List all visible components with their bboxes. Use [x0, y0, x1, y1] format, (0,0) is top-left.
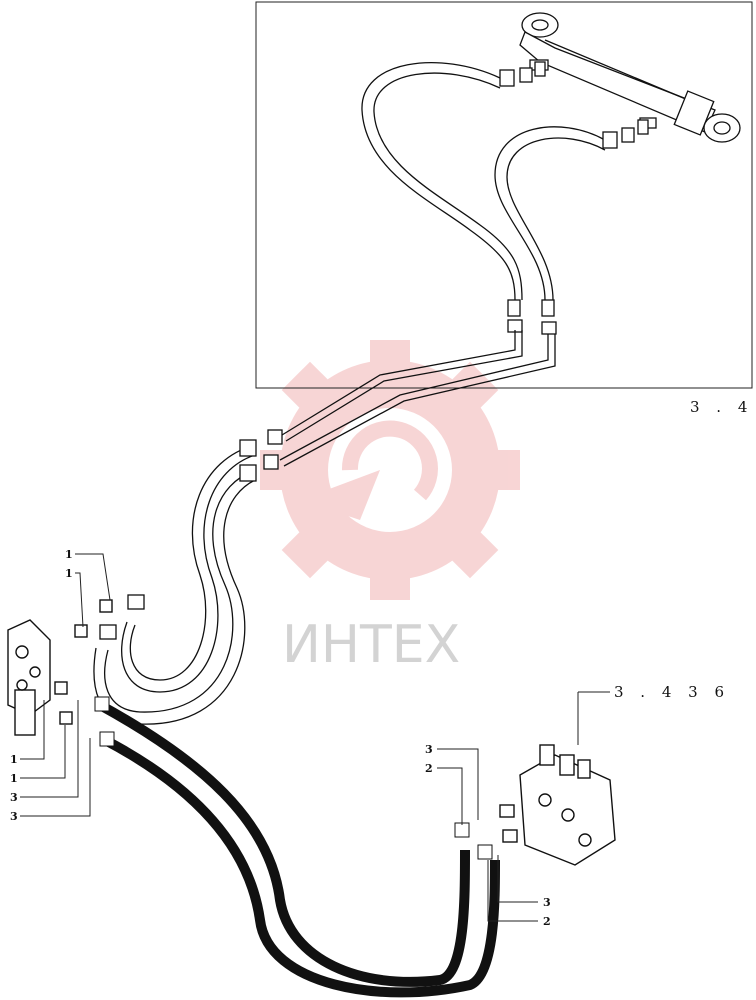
detail-frame	[255, 1, 753, 389]
hydraulic-cylinder	[519, 12, 741, 143]
middle-hoses	[93, 439, 257, 725]
callout-right-4: 2	[543, 915, 551, 928]
watermark-logo	[260, 340, 520, 600]
callout-right-2: 2	[425, 762, 433, 775]
ref-label-valve: 3 . 4 3 6	[614, 683, 730, 701]
top-hose-b	[494, 126, 606, 335]
callout-left-5: 3	[10, 791, 18, 804]
ref-label-top: 3 . 4 4	[690, 398, 756, 416]
top-fittings	[499, 61, 649, 149]
callout-left-3: 1	[10, 753, 18, 766]
black-hoses	[94, 696, 500, 998]
callout-left-6: 3	[10, 810, 18, 823]
callout-left-2: 1	[65, 567, 73, 580]
callouts-left: 1 1 1 1 3 3	[10, 548, 111, 823]
callout-left-4: 1	[10, 772, 18, 785]
right-valve-block	[499, 744, 616, 866]
callout-right-3: 3	[543, 896, 551, 909]
callouts-right: 3 2 3 2	[425, 743, 551, 928]
left-valve-block	[7, 599, 113, 736]
top-hose-a	[361, 62, 523, 333]
callout-left-1: 1	[65, 548, 73, 561]
steel-pipes	[263, 330, 556, 470]
callout-right-1: 3	[425, 743, 433, 756]
watermark-text: ИНТЕХ	[282, 615, 460, 675]
